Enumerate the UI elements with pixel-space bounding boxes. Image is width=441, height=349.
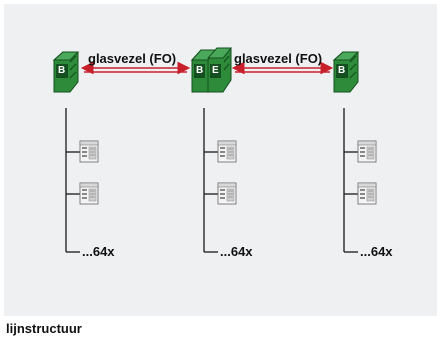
field-device: [217, 140, 237, 163]
field-device: [357, 140, 377, 163]
module-letter: B: [338, 65, 346, 76]
segment-count-label: ...64x: [360, 244, 393, 259]
fiber-label-left: glasvezel (FO): [88, 51, 177, 66]
fiber-label-right: glasvezel (FO): [234, 51, 323, 66]
field-device: [217, 182, 237, 205]
bus-line-right: [343, 108, 358, 253]
segment-count-label: ...64x: [220, 244, 253, 259]
fiber-link-right: [231, 61, 334, 75]
field-device: [357, 182, 377, 205]
field-device: [79, 182, 99, 205]
bus-line-left: [65, 108, 80, 253]
bus-module-left: [52, 51, 80, 93]
fiber-link-left: [80, 61, 191, 75]
bus-module-center: [190, 47, 233, 93]
module-letter: B: [58, 65, 66, 76]
segment-count-label: ...64x: [82, 244, 115, 259]
bus-line-center: [203, 108, 218, 253]
field-device: [79, 140, 99, 163]
bus-module-right: [332, 51, 360, 93]
module-letter: B: [196, 65, 204, 76]
diagram-caption: lijnstructuur: [6, 321, 82, 336]
module-letter: E: [212, 65, 219, 76]
